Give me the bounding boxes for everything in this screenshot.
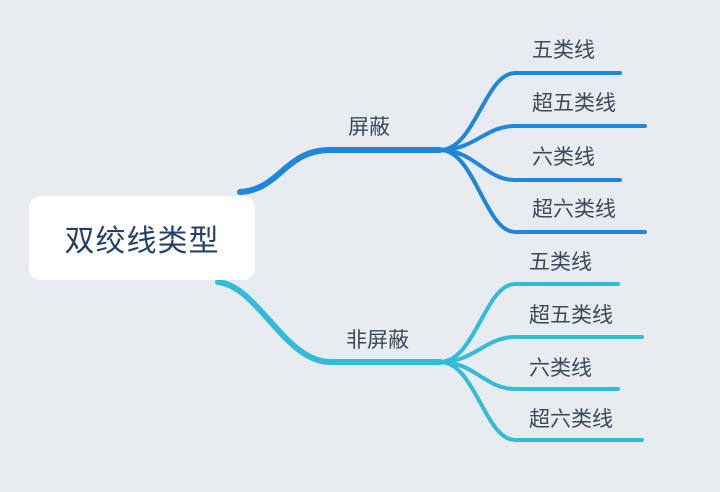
leaf-node-shielded-cat6[interactable]: 六类线 — [532, 145, 595, 169]
leaf-connector-0-0 — [438, 71, 622, 152]
branch-node-unshielded[interactable]: 非屏蔽 — [346, 328, 409, 352]
leaf-node-unshielded-cat5e[interactable]: 超五类线 — [529, 303, 613, 327]
root-node[interactable]: 双绞线类型 — [29, 196, 255, 280]
leaf-node-unshielded-cat6a[interactable]: 超六类线 — [529, 407, 613, 431]
leaf-node-shielded-cat6a[interactable]: 超六类线 — [532, 197, 616, 221]
branch-connector-1 — [215, 279, 443, 365]
leaf-connector-0-1 — [438, 124, 647, 152]
leaf-node-unshielded-cat6[interactable]: 六类线 — [529, 356, 592, 380]
root-node-label: 双绞线类型 — [64, 224, 220, 259]
branch-connector-0 — [237, 147, 443, 195]
leaf-connector-1-1 — [438, 335, 644, 364]
leaf-node-shielded-cat5[interactable]: 五类线 — [532, 38, 595, 62]
leaf-connector-1-0 — [438, 282, 620, 364]
leaf-connector-0-3 — [438, 148, 647, 234]
leaf-connector-1-3 — [438, 360, 644, 442]
leaf-node-shielded-cat5e[interactable]: 超五类线 — [532, 91, 616, 115]
leaf-node-unshielded-cat5[interactable]: 五类线 — [529, 250, 592, 274]
branch-node-shielded[interactable]: 屏蔽 — [348, 115, 390, 139]
